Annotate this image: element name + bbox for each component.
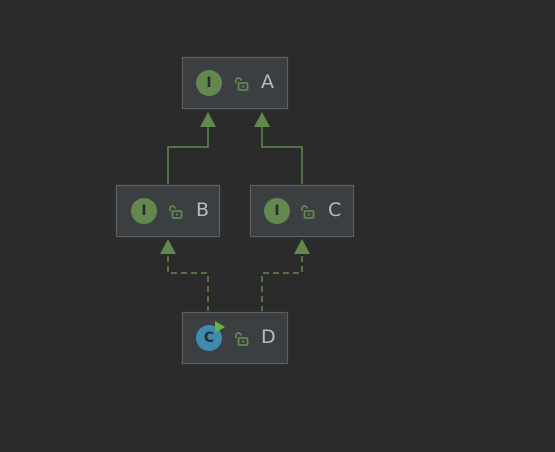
- class-badge-icon: C: [196, 321, 225, 351]
- badge-letter: I: [206, 75, 212, 91]
- edge-d-to-b: [167, 254, 209, 312]
- edge-c-to-a: [261, 127, 303, 185]
- unlocked-padlock-icon: [169, 205, 183, 219]
- interface-badge-icon: I: [264, 198, 290, 224]
- node-interface-c[interactable]: I C: [250, 185, 354, 237]
- node-label: A: [261, 71, 274, 93]
- unlocked-padlock-icon: [301, 205, 315, 219]
- node-interface-a[interactable]: I A: [182, 57, 288, 109]
- node-label: B: [196, 199, 210, 221]
- badge-letter: I: [274, 203, 280, 219]
- run-triangle-icon: [215, 321, 225, 333]
- node-class-d[interactable]: C D: [182, 312, 288, 364]
- badge-letter: C: [203, 330, 215, 346]
- node-label: C: [328, 199, 342, 221]
- edge-d-to-c: [261, 254, 303, 312]
- node-interface-b[interactable]: I B: [116, 185, 220, 237]
- edge-b-to-a-arrowhead: [200, 112, 216, 127]
- interface-badge-icon: I: [131, 198, 157, 224]
- unlocked-padlock-icon: [235, 77, 249, 91]
- edge-d-to-b-arrowhead: [160, 239, 176, 254]
- edge-d-to-c-arrowhead: [294, 239, 310, 254]
- node-label: D: [261, 326, 276, 348]
- edge-c-to-a-arrowhead: [254, 112, 270, 127]
- unlocked-padlock-icon: [235, 332, 249, 346]
- badge-letter: I: [141, 203, 147, 219]
- interface-badge-icon: I: [196, 70, 222, 96]
- edge-b-to-a: [167, 127, 209, 185]
